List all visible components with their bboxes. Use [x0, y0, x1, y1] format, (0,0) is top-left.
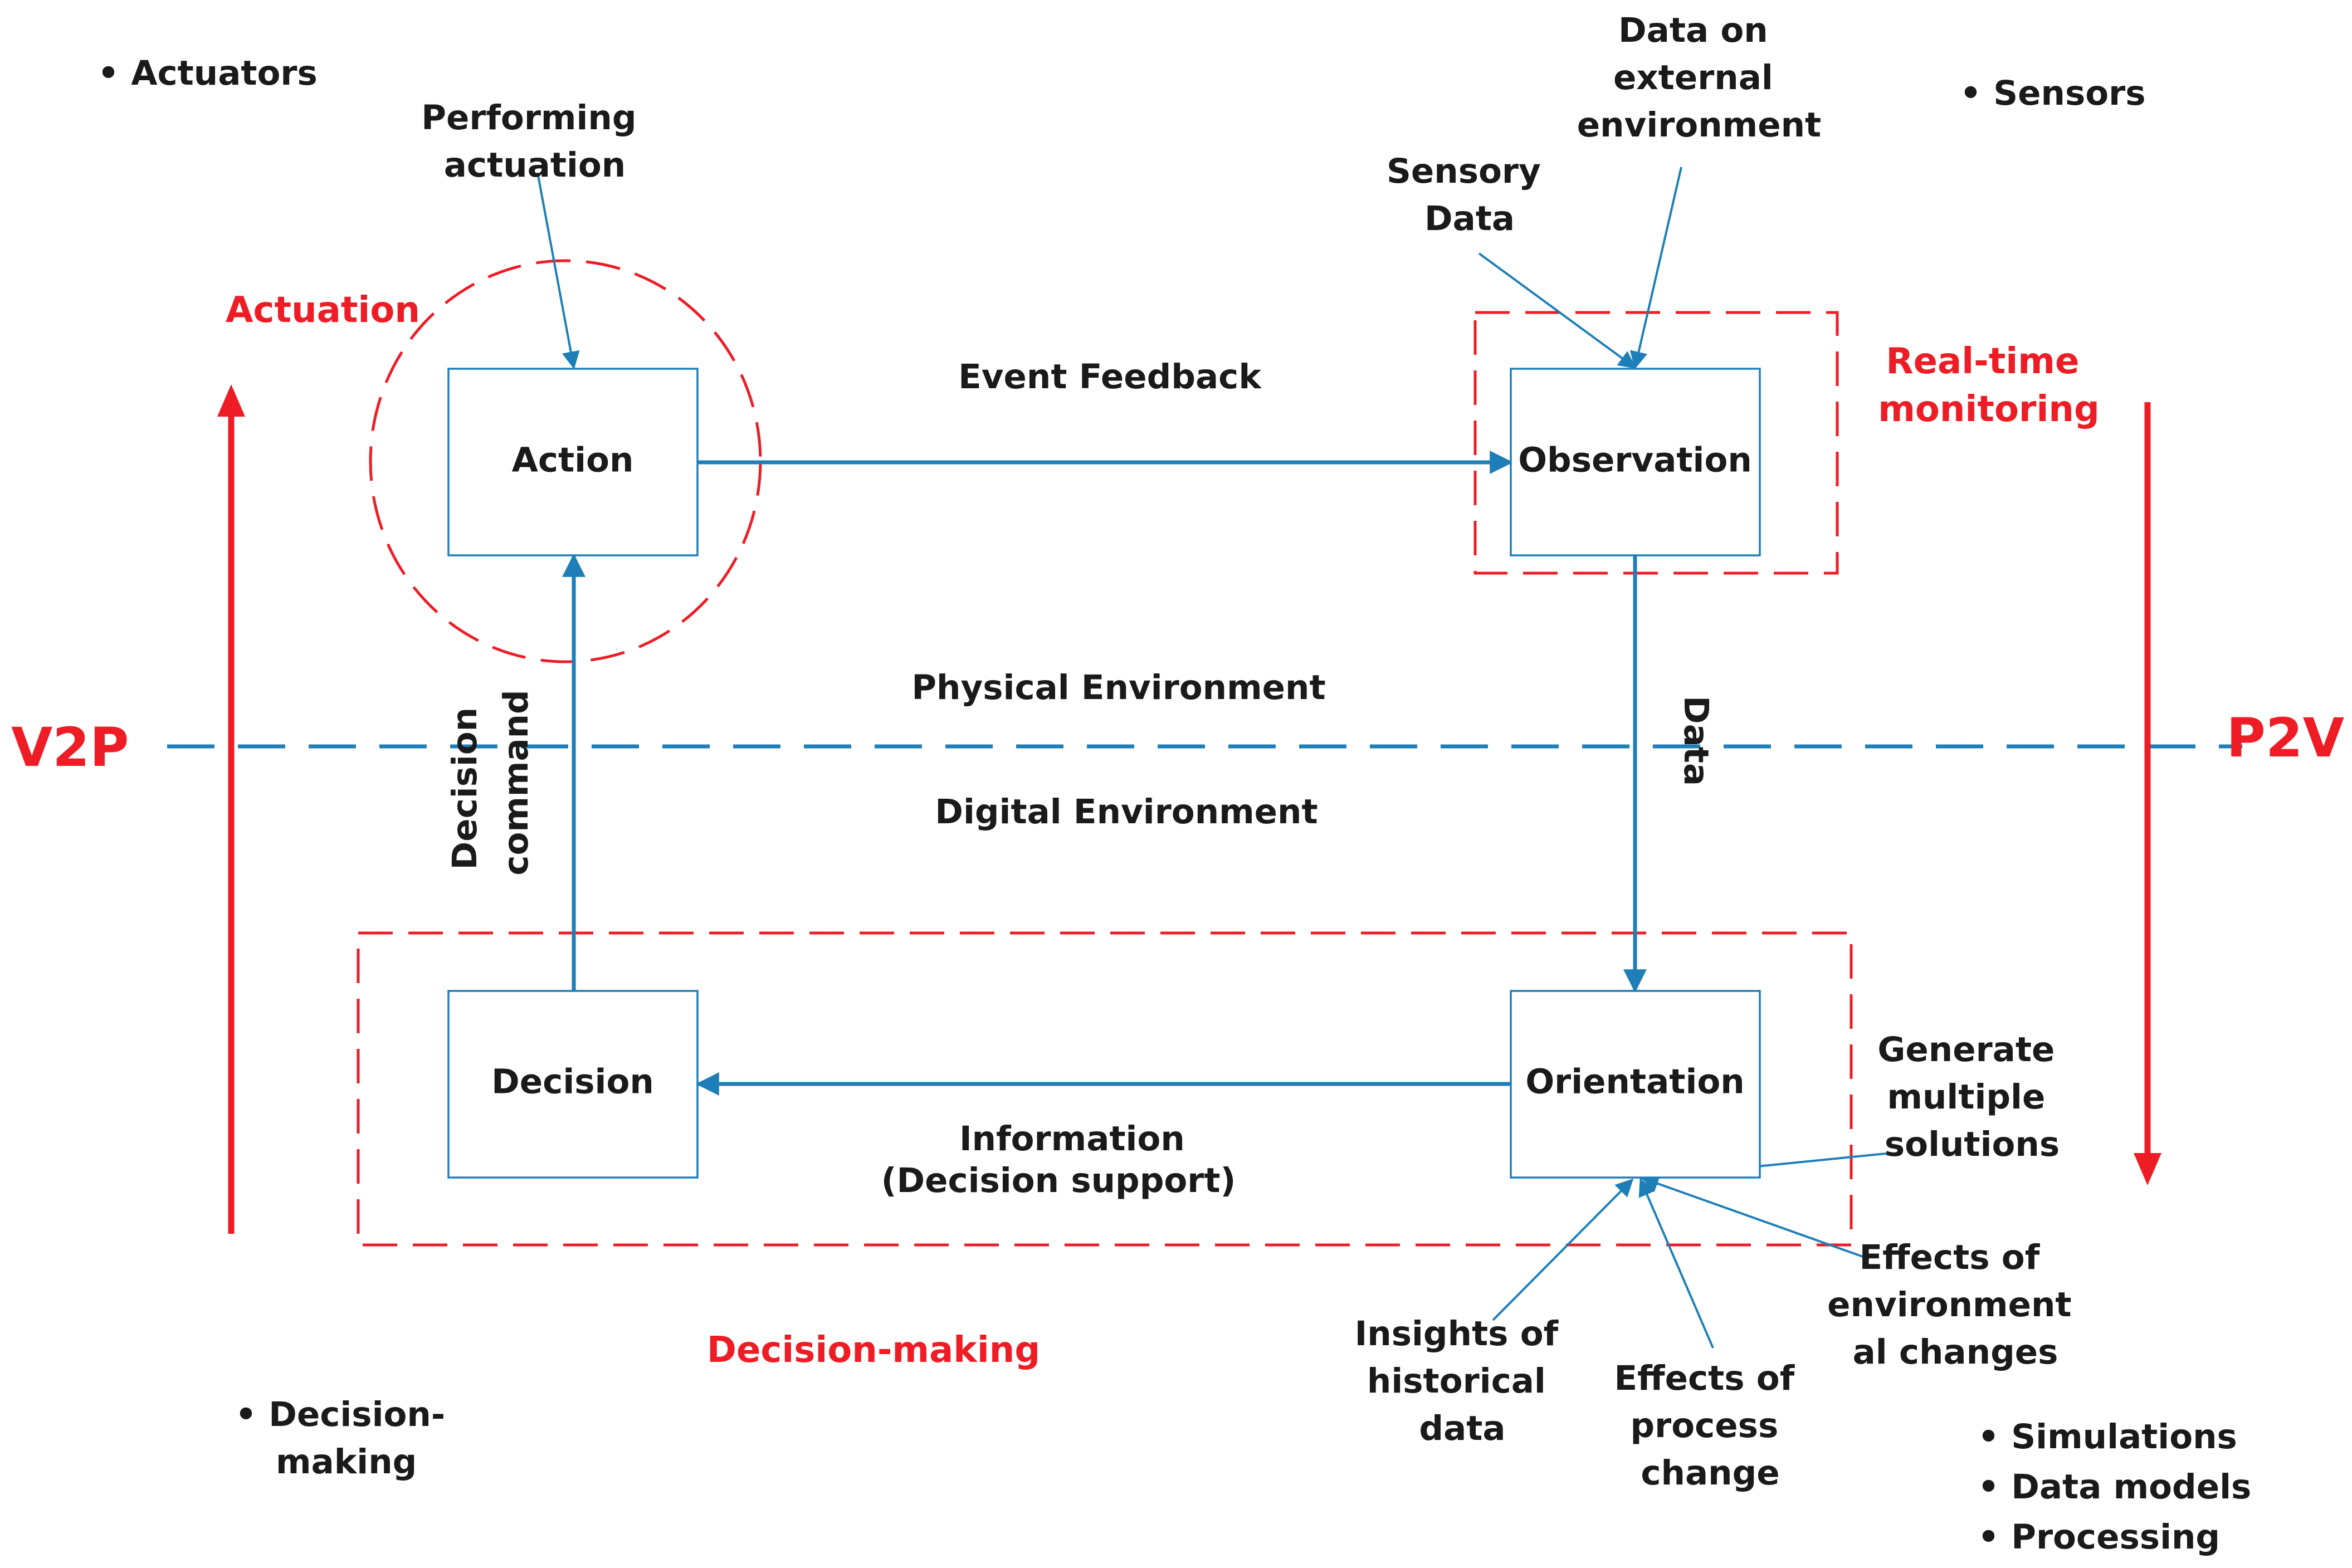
- effects-environment-label: Effects of environment al changes: [1827, 1238, 2083, 1372]
- external-env-data-label: Data on external environment: [1577, 11, 1821, 145]
- p2v-label: P2V: [2227, 707, 2344, 769]
- digital-environment-label: Digital Environment: [935, 792, 1317, 832]
- observation-node-label: Observation: [1518, 441, 1752, 480]
- insights-historical-label: Insights of historical data: [1355, 1314, 1570, 1448]
- insights-historical-arrow: [1492, 1178, 1634, 1321]
- performing-actuation-arrow: [536, 172, 580, 370]
- actuators-bullet: • Actuators: [97, 53, 318, 93]
- v2p-label: V2P: [11, 716, 129, 779]
- effects-process-label: Effects of process change: [1614, 1359, 1806, 1493]
- physical-environment-label: Physical Environment: [911, 668, 1325, 707]
- effects-environment-arrow: [1640, 1175, 1870, 1260]
- action-node-label: Action: [512, 441, 634, 480]
- event-feedback-label: Event Feedback: [958, 357, 1262, 397]
- action-node: Action: [447, 368, 699, 556]
- observation-node: Observation: [1510, 368, 1761, 556]
- v2p-arrow-head: [217, 384, 245, 417]
- decision-making-label: Decision-making: [707, 1330, 1040, 1371]
- generate-solutions-label: Generate multiple solutions: [1877, 1030, 2066, 1164]
- sensors-bullet: • Sensors: [1960, 74, 2146, 113]
- decision-command-label: Decision command: [445, 690, 536, 875]
- sensory-data-label: Sensory Data: [1387, 152, 1553, 238]
- effects-process-arrow: [1638, 1178, 1714, 1349]
- real-time-monitoring-region: [1473, 311, 1839, 575]
- actuation-label: Actuation: [226, 290, 420, 331]
- external-env-data-arrow: [1629, 167, 1682, 370]
- information-label: Information (Decision support): [881, 1119, 1236, 1200]
- decision-node: Decision: [447, 990, 699, 1179]
- data-label: Data: [1676, 696, 1716, 786]
- p2v-arrow-head: [2134, 1153, 2161, 1185]
- real-time-monitoring-label: Real-time monitoring: [1878, 341, 2100, 430]
- orientation-node: Orientation: [1510, 990, 1761, 1179]
- decision-node-label: Decision: [491, 1062, 654, 1102]
- processing-bullets: • Simulations • Data models • Processing: [1978, 1417, 2263, 1557]
- decision-making-bullet: • Decision- making: [235, 1395, 457, 1482]
- sensory-data-arrow: [1478, 252, 1637, 369]
- orientation-node-label: Orientation: [1525, 1062, 1744, 1102]
- performing-actuation-label: Performing actuation: [421, 98, 648, 185]
